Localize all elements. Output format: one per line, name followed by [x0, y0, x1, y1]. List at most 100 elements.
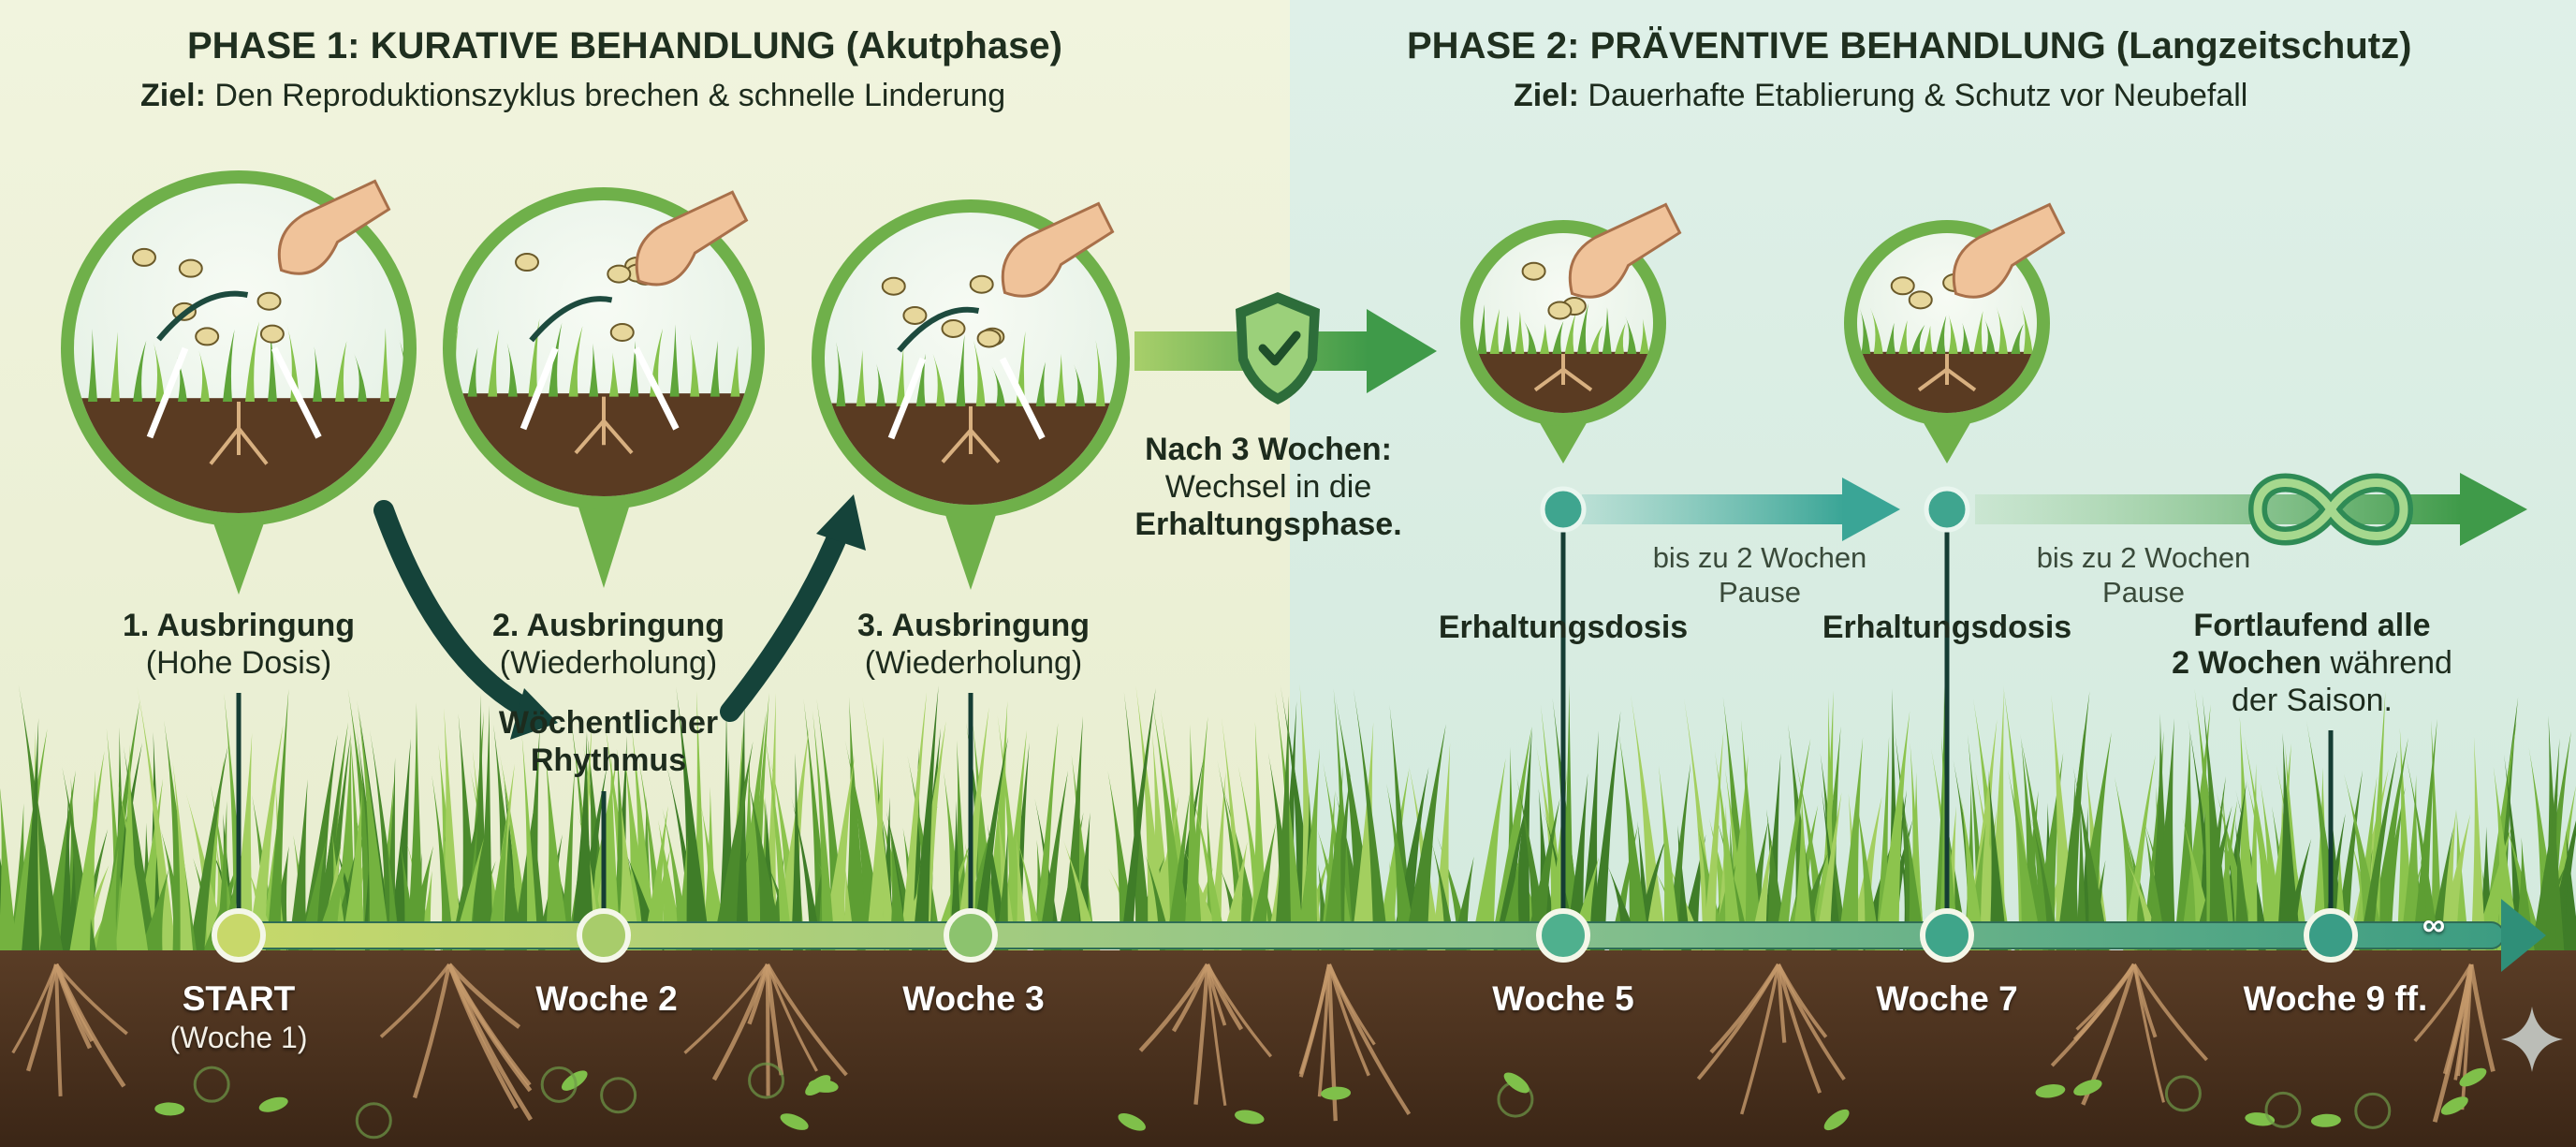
grass-tuft — [353, 351, 367, 402]
root-strand — [1739, 963, 1780, 1115]
mite-icon — [1890, 276, 1915, 296]
phase2-goal-text: Dauerhafte Etablierung & Schutz vor Neub… — [1588, 78, 2248, 113]
grass-tuft — [956, 334, 966, 406]
grass-tuft — [856, 349, 866, 406]
mite-icon — [976, 329, 1002, 348]
grass-blade — [9, 728, 48, 955]
grass-tuft — [972, 335, 986, 406]
grass-tuft — [1961, 322, 1970, 354]
grass-tuft — [1910, 324, 1925, 354]
grass-blade — [1350, 722, 1376, 955]
root-strand — [766, 963, 848, 1077]
grass-blade — [662, 808, 693, 955]
nematode — [1823, 1109, 1850, 1131]
grass-tuft — [380, 327, 389, 402]
application-title: 3. Ausbringung — [856, 608, 1090, 643]
nematode — [154, 1102, 185, 1116]
soil-organisms — [154, 1062, 2487, 1140]
root-strand — [765, 963, 784, 1076]
rhythm-label: Wöchentlicher Rhythmus — [468, 704, 749, 779]
grass-blade — [1854, 793, 1881, 955]
root-strand — [1326, 963, 1338, 1122]
grass-tuft — [1996, 305, 2008, 354]
grass-tuft — [876, 363, 886, 406]
grass-blade — [21, 717, 40, 955]
timeline-stems — [236, 524, 2334, 922]
application-label-1: 1. Ausbringung (Hohe Dosis) — [103, 607, 374, 682]
timeline-label-start: START — [182, 979, 296, 1018]
grass-blade — [764, 731, 794, 955]
grass-tuft — [1625, 316, 1637, 354]
root-strand — [766, 963, 818, 1072]
bubble-pointer — [943, 507, 999, 590]
grass-blade — [1217, 760, 1251, 955]
sparkle-icon — [2501, 1007, 2563, 1072]
grass-blade — [2051, 694, 2080, 955]
grass-tuft — [1035, 361, 1046, 406]
grass-tuft — [1523, 319, 1537, 354]
pause-arrow-1-body — [1582, 494, 1844, 524]
grass-blade — [2405, 753, 2440, 955]
grass-blade — [1631, 695, 1668, 955]
timeline-node — [2304, 908, 2358, 963]
grass-blade — [2007, 769, 2044, 955]
mite-icon — [609, 323, 635, 343]
grass-blade — [616, 797, 642, 955]
grass-blade — [970, 736, 1009, 955]
grass-blade — [1618, 731, 1651, 955]
root-strand — [711, 963, 770, 1081]
timeline-label-week3: Woche 3 — [902, 979, 1045, 1018]
root-strand — [446, 963, 533, 1093]
pause-arrow-2-head — [2460, 473, 2527, 546]
grass-tuft — [1589, 325, 1603, 354]
ongoing-label: Fortlaufend alle 2 Wochen während der Sa… — [2172, 608, 2452, 719]
grass-tuft — [1936, 315, 1947, 354]
timeline-arrowhead — [2501, 899, 2546, 972]
plant-root — [209, 402, 269, 465]
mite-icon — [131, 247, 156, 267]
grass-blade — [1813, 792, 1842, 955]
grass-blade — [2411, 718, 2437, 955]
grass-tuft — [488, 329, 499, 397]
grass-blade — [545, 752, 571, 955]
root-strand — [2132, 963, 2208, 1062]
nematode — [2459, 1067, 2487, 1087]
root-strand — [2132, 963, 2158, 1038]
cycle-arrow — [146, 346, 189, 439]
grass-blade — [1160, 708, 1196, 955]
grass-blade — [2530, 792, 2558, 955]
grass-blade — [2075, 801, 2087, 955]
nematode — [808, 1079, 839, 1093]
mite-icon — [256, 291, 282, 311]
grass-blade — [631, 724, 658, 955]
timeline-node — [944, 908, 998, 963]
grass-tuft — [1477, 303, 1487, 354]
mite-icon — [881, 276, 906, 296]
maintenance-node-2 — [1924, 486, 1970, 533]
grass-blade — [266, 688, 289, 955]
timeline-label-week5: Woche 5 — [1492, 979, 1634, 1018]
grass-tuft — [730, 346, 740, 397]
grass-blade — [0, 787, 18, 955]
grass-blade — [1120, 687, 1156, 955]
bubble-pointer — [211, 515, 267, 595]
root-strand — [1298, 963, 1331, 1078]
grass-tuft — [568, 326, 583, 397]
grass-tuft — [268, 325, 277, 402]
grass-blade — [1960, 795, 1987, 955]
timeline-node — [577, 908, 631, 963]
infinity-symbol: ∞ — [2422, 907, 2446, 943]
nematode — [1118, 1112, 1146, 1131]
timeline-node — [1536, 908, 1590, 963]
application-sub: (Hohe Dosis) — [145, 645, 332, 682]
grass-blade — [42, 770, 76, 955]
mite-icon — [1908, 290, 1933, 310]
grass-blade — [2343, 773, 2388, 955]
infinity-icon — [2247, 473, 2414, 546]
grass-blade — [188, 744, 228, 955]
application-bubble — [1460, 202, 1682, 463]
phase2-goal: Ziel: Dauerhafte Etablierung & Schutz vo… — [1514, 77, 2247, 114]
timeline-label-week7: Woche 7 — [1876, 979, 2018, 1018]
microbe-circle — [600, 1077, 637, 1114]
